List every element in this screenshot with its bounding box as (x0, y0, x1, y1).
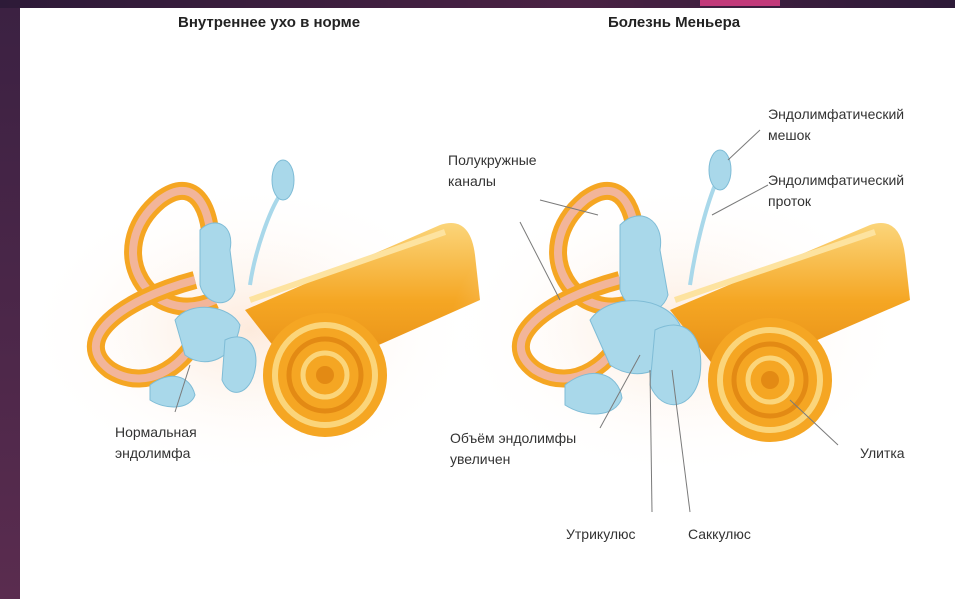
label-endolymph-volume: Объём эндолимфы увеличен (450, 428, 576, 470)
label-endolymph-volume-line1: Объём эндолимфы (450, 428, 576, 449)
label-saccule: Саккулюс (688, 524, 751, 545)
label-semicircular-canals: Полукружные каналы (448, 150, 537, 192)
label-normal-endolymph-line2: эндолимфа (115, 443, 197, 464)
label-endolymphatic-sac-line1: Эндолимфатический (768, 104, 904, 125)
label-endolymphatic-sac-line2: мешок (768, 125, 904, 146)
label-semicircular-canals-line2: каналы (448, 171, 537, 192)
label-endolymphatic-sac: Эндолимфатический мешок (768, 104, 904, 146)
label-endolymphatic-duct-line2: проток (768, 191, 904, 212)
label-normal-endolymph-line1: Нормальная (115, 422, 197, 443)
label-endolymphatic-duct: Эндолимфатический проток (768, 170, 904, 212)
label-normal-endolymph: Нормальная эндолимфа (115, 422, 197, 464)
normal-ear-illustration (20, 160, 480, 480)
label-semicircular-canals-line1: Полукружные (448, 150, 537, 171)
label-endolymphatic-duct-line1: Эндолимфатический (768, 170, 904, 191)
label-cochlea: Улитка (860, 443, 905, 464)
label-endolymph-volume-line2: увеличен (450, 449, 576, 470)
label-utricle: Утрикулюс (566, 524, 636, 545)
